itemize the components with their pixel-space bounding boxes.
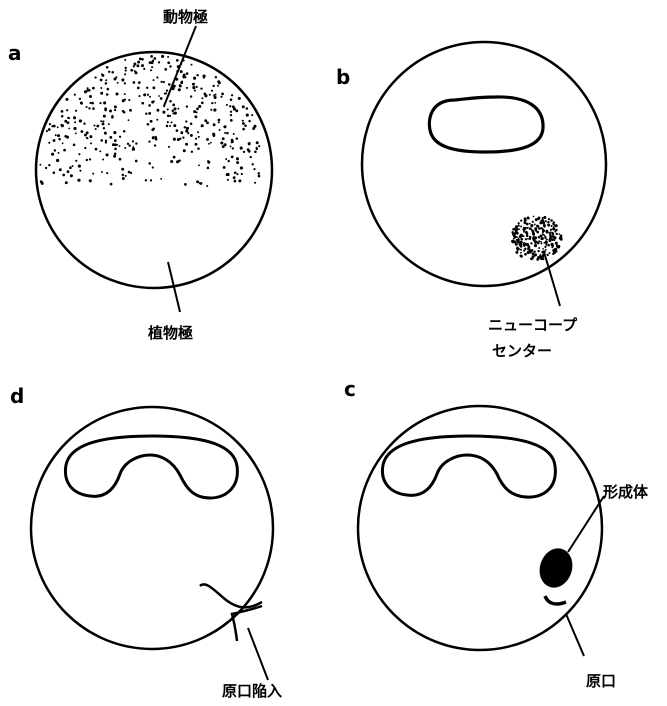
panel-d-letter: d (10, 384, 24, 408)
panel-c: c 形成体 原口 (344, 377, 649, 690)
vegetal-pole-label: 植物極 (148, 324, 193, 342)
organizer-body (535, 544, 578, 592)
nieuwkoop-center-stipple (511, 216, 563, 261)
panel-b: b ニューコープ センター (336, 42, 606, 360)
panel-c-letter: c (344, 377, 356, 401)
panel-a-letter: a (8, 41, 22, 65)
organizer-label: 形成体 (603, 483, 649, 501)
egg-c-outline (358, 406, 602, 650)
blastocoel-c (382, 436, 555, 497)
blastopore-leader (566, 614, 584, 656)
nieuwkoop-label-line1: ニューコープ (488, 316, 578, 334)
animal-pole-stipple (39, 55, 260, 187)
panel-b-letter: b (336, 65, 350, 89)
animal-pole-label: 動物極 (163, 8, 208, 26)
blastopore-mark (545, 596, 566, 604)
blastopore-invagination-lower (232, 606, 262, 641)
blastopore-invagination-label: 原口陥入 (222, 682, 282, 700)
nieuwkoop-label-line2: センター (492, 342, 552, 360)
blastocoel-d (65, 436, 237, 498)
panel-a: a 動物極 植物極 (8, 8, 272, 342)
egg-b-outline (362, 42, 606, 286)
panel-d: d 原口陥入 (10, 384, 282, 700)
blastopore-invagination-leader (248, 628, 268, 680)
blastopore-label: 原口 (586, 672, 616, 690)
blastocoel-b (429, 97, 543, 152)
organizer-leader (568, 496, 604, 552)
animal-pole-leader (164, 26, 196, 106)
